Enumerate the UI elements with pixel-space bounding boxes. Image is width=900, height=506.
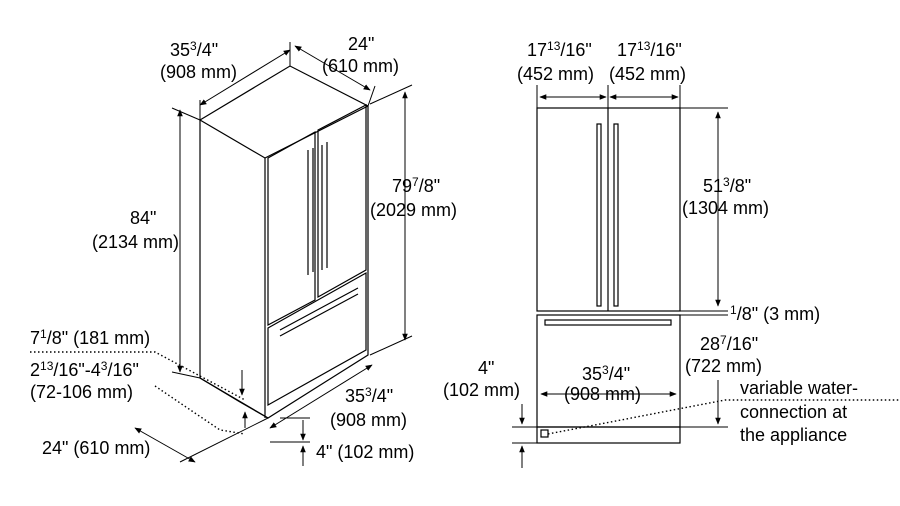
- iso-left-door: [267, 130, 316, 326]
- label-side-depth: 24" (610 mm): [42, 438, 150, 458]
- label-front-half-a: 1713/16": [527, 39, 592, 60]
- label-cabinet-height: 797/8": [392, 175, 440, 196]
- label-top-depth: 24": [348, 34, 374, 54]
- label-door-height: 513/8": [703, 175, 751, 196]
- label-toe-range: 213/16"-43/16": [30, 359, 139, 380]
- iso-labels: 353/4" (908 mm) 24" (610 mm) 84" (2134 m…: [30, 34, 457, 462]
- iso-drawer-handle: [279, 287, 359, 337]
- label-water-2: connection at: [740, 402, 847, 422]
- label-water-3: the appliance: [740, 425, 847, 445]
- front-view: [536, 107, 681, 444]
- iso-right-handle: [321, 142, 328, 270]
- label-total-height-mm: (2134 mm): [92, 232, 179, 252]
- isometric-view: [199, 65, 369, 419]
- label-front-half-b-mm: (452 mm): [609, 64, 686, 84]
- label-water-1: variable water-: [740, 378, 858, 398]
- label-top-width-mm: (908 mm): [160, 62, 237, 82]
- label-front-half-b: 1713/16": [617, 39, 682, 60]
- label-total-height: 84": [130, 208, 156, 228]
- front-plinth: [536, 426, 681, 444]
- label-toe-depth: 71/8" (181 mm): [30, 327, 150, 348]
- label-top-width: 353/4": [170, 39, 218, 60]
- iso-drawer: [267, 271, 367, 407]
- label-door-height-mm: (1304 mm): [682, 198, 769, 218]
- front-drawer-handle: [544, 319, 672, 326]
- water-connection-point: [540, 429, 549, 438]
- label-drawer-height: 287/16": [700, 333, 758, 354]
- front-right-handle: [613, 123, 619, 307]
- label-bottom-width: 353/4": [345, 385, 393, 406]
- iso-right-door: [317, 104, 367, 299]
- label-drawer-height-mm: (722 mm): [685, 356, 762, 376]
- label-front-width-mm: (908 mm): [564, 384, 641, 404]
- iso-plinth: [199, 377, 269, 419]
- front-labels: 1713/16" (452 mm) 1713/16" (452 mm) 513/…: [443, 39, 858, 445]
- label-bottom-width-mm: (908 mm): [330, 410, 407, 430]
- front-dimension-lines: [512, 85, 900, 468]
- label-cabinet-height-mm: (2029 mm): [370, 200, 457, 220]
- label-top-depth-mm: (610 mm): [322, 56, 399, 76]
- label-toe-range-mm: (72-106 mm): [30, 382, 133, 402]
- iso-dimension-lines: [30, 42, 413, 466]
- iso-left-handle: [307, 148, 314, 275]
- label-front-plinth: 4": [478, 358, 494, 378]
- iso-top-front-edge: [199, 105, 369, 159]
- label-plinth-height: 4" (102 mm): [316, 442, 414, 462]
- front-left-handle: [596, 123, 602, 307]
- label-front-half-a-mm: (452 mm): [517, 64, 594, 84]
- label-front-plinth-mm: (102 mm): [443, 380, 520, 400]
- label-front-width: 353/4": [582, 363, 630, 384]
- label-gap: 1/8" (3 mm): [730, 303, 820, 324]
